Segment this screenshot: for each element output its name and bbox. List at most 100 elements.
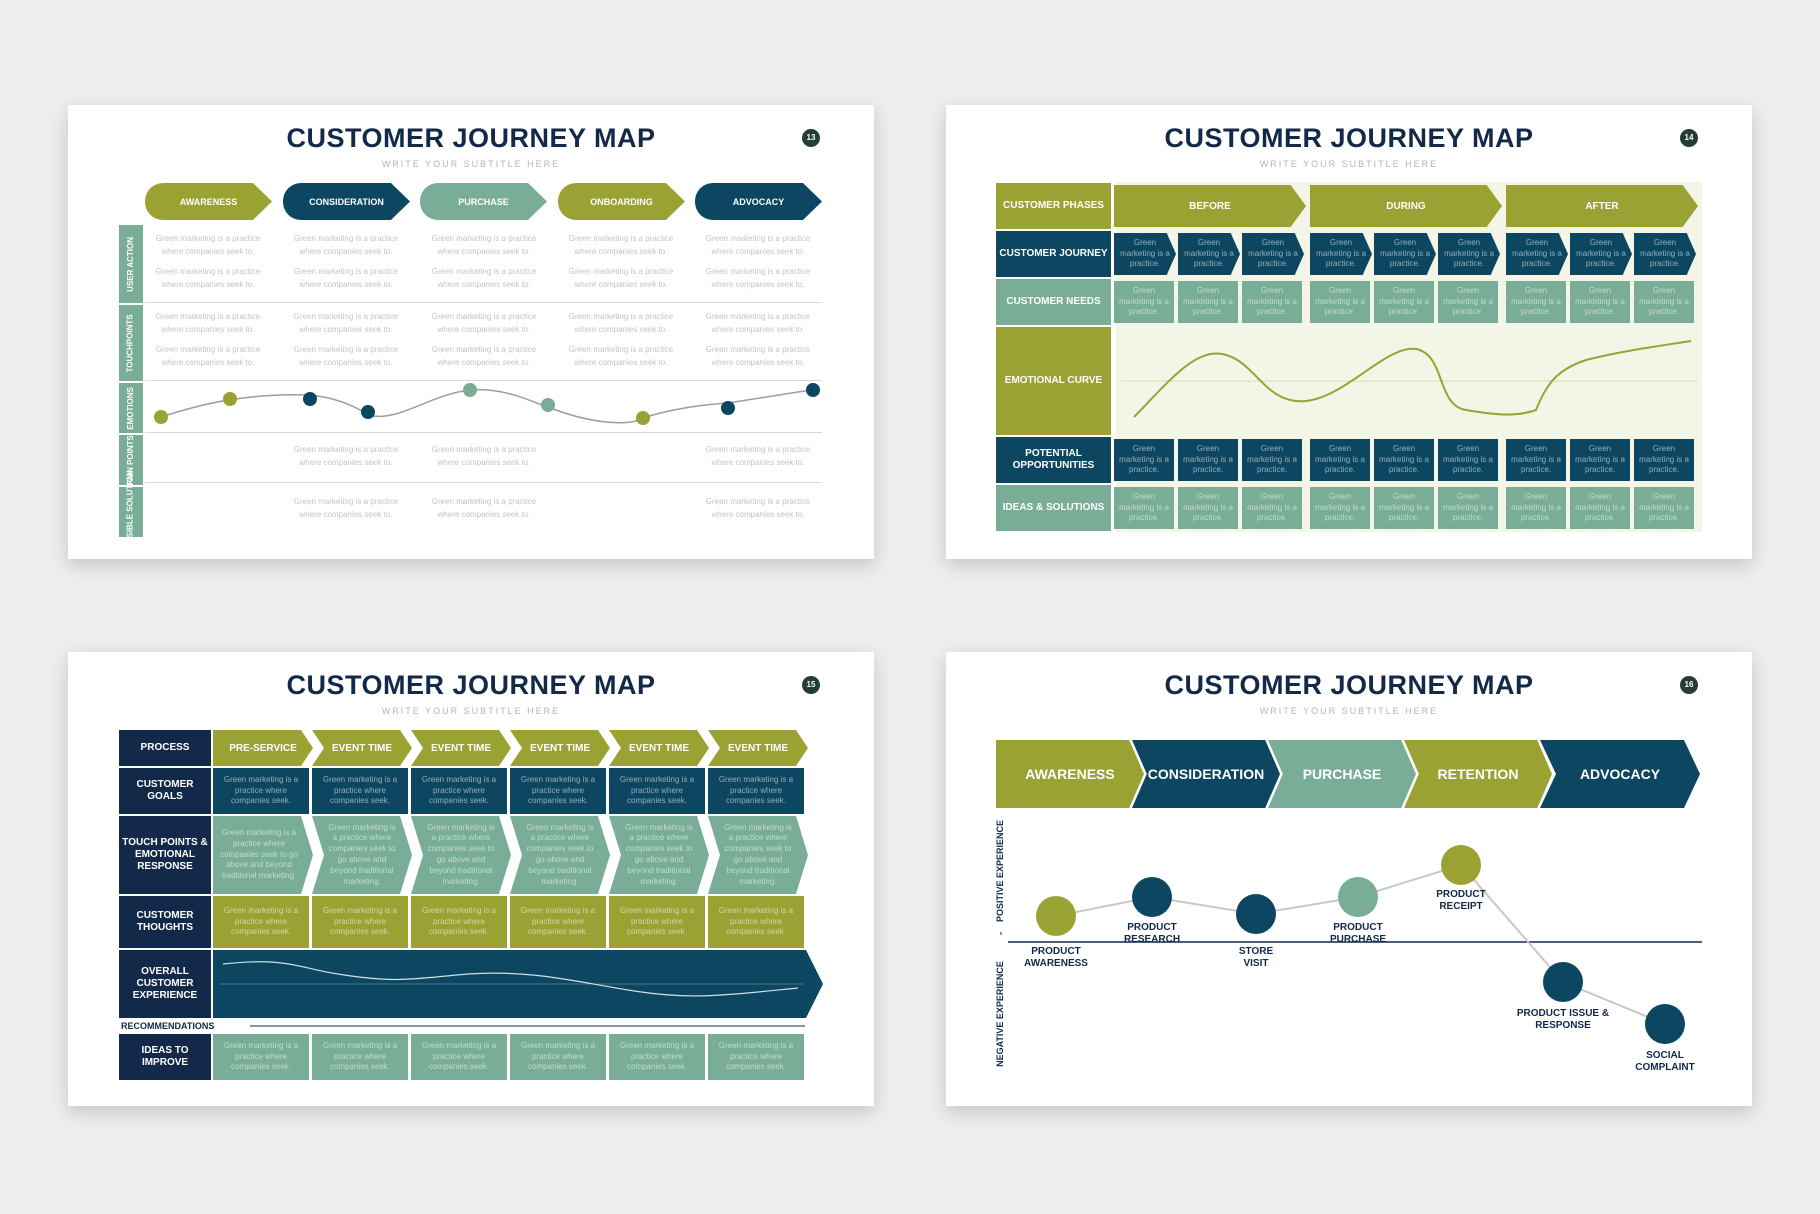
cell-text: Green marketing is a practice where comp… (293, 445, 399, 467)
point-product-research (1132, 877, 1172, 917)
needs-cell: Green marketing is a practice. (1374, 281, 1434, 323)
slide-13: CUSTOMER JOURNEY MAP WRITE YOUR SUBTITLE… (68, 105, 874, 559)
cell-text: Green marketing is a practice where comp… (431, 267, 537, 289)
process-event-time: EVENT TIME (510, 730, 610, 766)
idea-cell: Green marketing is a practice. (1114, 487, 1174, 529)
slide-number: 16 (1680, 676, 1698, 694)
row-label-customer-journey: CUSTOMER JOURNEY (996, 231, 1111, 277)
phase-during: DURING (1310, 185, 1502, 227)
idea-cell: Green marketing is a practice where comp… (708, 1034, 804, 1080)
journey-cell: Green marketing is a practice. (1438, 233, 1500, 275)
row-label-possible-solution: POSSIBLE SOLUTION (119, 470, 143, 554)
row-label-potential-opportunities: POTENTIAL OPPORTUNITIES (996, 437, 1111, 483)
journey-cell: Green marketing is a practice. (1374, 233, 1436, 275)
cell-text: Green marketing is a practice where comp… (705, 267, 811, 289)
idea-cell: Green marketing is a practice where comp… (510, 1034, 606, 1080)
touchpoint-cell: Green marketing is a practice where comp… (411, 816, 511, 894)
idea-cell: Green marketing is a practice. (1374, 487, 1434, 529)
opportunity-cell: Green marketing is a practice. (1438, 439, 1498, 481)
emotion-point (721, 401, 735, 415)
divider (145, 482, 822, 483)
row-label-ideas-to-improve: IDEAS TO IMPROVE (119, 1034, 211, 1080)
divider (145, 432, 822, 433)
cell-text: Green marketing is a practice where comp… (431, 345, 537, 367)
cell-text: Green marketing is a practice where comp… (568, 312, 674, 334)
opportunity-cell: Green marketing is a practice. (1242, 439, 1302, 481)
row-label-process: PROCESS (119, 730, 211, 766)
phase-after: AFTER (1506, 185, 1698, 227)
emotion-face-icon (636, 411, 650, 425)
slide-subtitle: WRITE YOUR SUBTITLE HERE (381, 159, 561, 169)
touchpoint-cell: Green marketing is a practice where comp… (213, 816, 313, 894)
divider (145, 380, 822, 381)
label-product-issue: PRODUCT ISSUE & RESPONSE (1516, 1008, 1610, 1031)
cell-text: Green marketing is a practice where comp… (155, 267, 261, 289)
stage-purchase: PURCHASE (1268, 740, 1416, 808)
point-product-awareness (1036, 896, 1076, 936)
cell-text: Green marketing is a practice where comp… (293, 312, 399, 334)
thought-cell: Green marketing is a practice where comp… (708, 896, 804, 948)
row-label-touch-points: TOUCH POINTS & EMOTIONAL RESPONSE (119, 816, 211, 894)
needs-cell: Green marketing is a practice. (1438, 281, 1498, 323)
thought-cell: Green marketing is a practice where comp… (609, 896, 705, 948)
emotion-point (806, 383, 820, 397)
row-label-user-action: USER ACTION (119, 225, 143, 303)
cell-text: Green marketing is a practice where comp… (705, 497, 811, 519)
overall-experience-arrow (213, 950, 823, 1027)
idea-cell: Green marketing is a practice where comp… (312, 1034, 408, 1080)
thought-cell: Green marketing is a practice where comp… (312, 896, 408, 948)
opportunity-cell: Green marketing is a practice. (1634, 439, 1694, 481)
opportunity-cell: Green marketing is a practice. (1310, 439, 1370, 481)
journey-cell: Green marketing is a practice. (1178, 233, 1240, 275)
touchpoint-cell: Green marketing is a practice where comp… (609, 816, 709, 894)
cell-text: Green marketing is a practice where comp… (431, 497, 537, 519)
process-event-time: EVENT TIME (609, 730, 709, 766)
stage-awareness: AWARENESS (996, 740, 1144, 808)
cell-text: Green marketing is a practice where comp… (293, 267, 399, 289)
cell-text: Green marketing is a practice where comp… (155, 345, 261, 367)
needs-cell: Green marketing is a practice. (1506, 281, 1566, 323)
slide-subtitle: WRITE YOUR SUBTITLE HERE (381, 706, 561, 716)
thought-cell: Green marketing is a practice where comp… (510, 896, 606, 948)
opportunity-cell: Green marketing is a practice. (1570, 439, 1630, 481)
stage-advocacy: ADVOCACY (695, 183, 822, 220)
row-label-overall-experience: OVERALL CUSTOMER EXPERIENCE (119, 950, 211, 1018)
cell-text: Green marketing is a practice where comp… (431, 312, 537, 334)
experience-chart (1000, 845, 1702, 1044)
recommendations-label: RECOMMENDATIONS (121, 1021, 215, 1031)
idea-cell: Green marketing is a practice. (1634, 487, 1694, 529)
needs-cell: Green marketing is a practice. (1242, 281, 1302, 323)
emotion-point (541, 398, 555, 412)
touchpoint-cell: Green marketing is a practice where comp… (708, 816, 808, 894)
cell-text: Green marketing is a practice where comp… (293, 497, 399, 519)
journey-cell: Green marketing is a practice. (1114, 233, 1176, 275)
emotional-curve (1121, 340, 1698, 418)
cell-text: Green marketing is a practice where comp… (568, 234, 674, 256)
opportunity-cell: Green marketing is a practice. (1374, 439, 1434, 481)
process-event-time: EVENT TIME (411, 730, 511, 766)
process-pre-service: PRE-SERVICE (213, 730, 313, 766)
journey-cell: Green marketing is a practice. (1570, 233, 1632, 275)
cell-text: Green marketing is a practice where comp… (705, 234, 811, 256)
slide-title: CUSTOMER JOURNEY MAP (286, 123, 656, 153)
slide-16: CUSTOMER JOURNEY MAP WRITE YOUR SUBTITLE… (946, 652, 1752, 1106)
cell-text: Green marketing is a practice where comp… (155, 312, 261, 334)
journey-cell: Green marketing is a practice. (1242, 233, 1304, 275)
point-product-receipt (1441, 845, 1481, 885)
stage-awareness: AWARENESS (145, 183, 272, 220)
cell-text: Green marketing is a practice where comp… (431, 445, 537, 467)
emotion-point (463, 383, 477, 397)
row-label-emotions: EMOTIONS (119, 383, 143, 433)
cell-text: Green marketing is a practice where comp… (293, 345, 399, 367)
phase-before: BEFORE (1114, 185, 1306, 227)
row-label-pain-points: PAIN POINTS (119, 435, 143, 485)
row-label-customer-phases: CUSTOMER PHASES (996, 183, 1111, 229)
slide-14: CUSTOMER JOURNEY MAP WRITE YOUR SUBTITLE… (946, 105, 1752, 559)
point-product-purchase (1338, 877, 1378, 917)
row-label-customer-thoughts: CUSTOMER THOUGHTS (119, 896, 211, 948)
idea-cell: Green marketing is a practice. (1438, 487, 1498, 529)
stage-advocacy: ADVOCACY (1540, 740, 1700, 808)
label-product-purchase: PRODUCT PURCHASE (1329, 922, 1387, 945)
journey-cell: Green marketing is a practice. (1634, 233, 1696, 275)
stage-retention: RETENTION (1404, 740, 1552, 808)
